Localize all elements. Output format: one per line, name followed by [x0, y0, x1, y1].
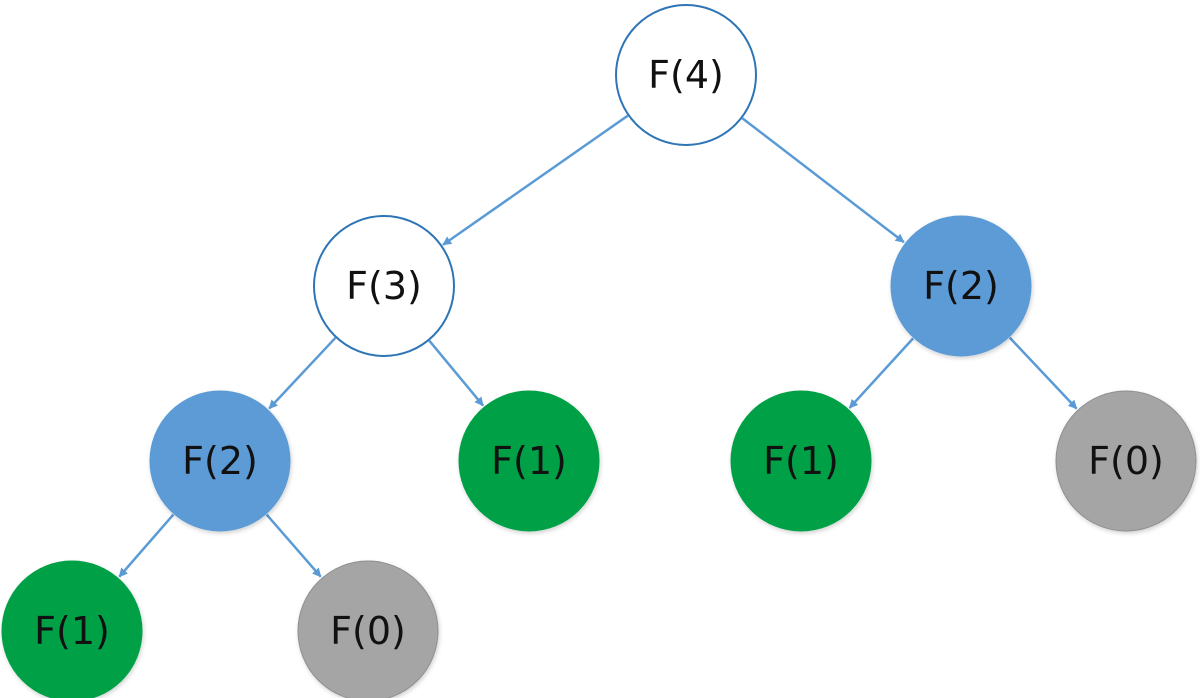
node-f1-middle-left: F(1) [458, 390, 600, 532]
node-label: F(0) [1088, 439, 1164, 483]
node-circle [297, 560, 439, 698]
node-label: F(0) [330, 609, 406, 653]
node-circle [890, 215, 1032, 357]
node-f2-right: F(2) [890, 215, 1032, 357]
node-circle [458, 390, 600, 532]
edge-root-to-right [741, 117, 905, 244]
node-f3: F(3) [313, 215, 455, 357]
edge-left-left-to-left-left-left [118, 513, 175, 578]
node-f1-middle-right: F(1) [730, 390, 872, 532]
node-circle [313, 215, 455, 357]
node-label: F(1) [763, 439, 839, 483]
node-label: F(3) [346, 264, 422, 308]
edge-right-to-right-right [1008, 336, 1078, 410]
node-f2-left: F(2) [149, 390, 291, 532]
edge-left-to-left-right [428, 339, 485, 407]
node-f0-bottom: F(0) [297, 560, 439, 698]
node-circle [1, 560, 143, 698]
edge-root-to-left [442, 114, 629, 246]
node-f4-root: F(4) [615, 4, 757, 146]
node-label: F(4) [648, 53, 724, 97]
tree-nodes: F(4) F(3) F(2) F(2) F(1) F(1) F(0) F(1) [1, 4, 1197, 698]
node-label: F(1) [34, 609, 110, 653]
node-circle [149, 390, 291, 532]
tree-edges [118, 114, 1078, 578]
edge-left-to-left-left [268, 336, 337, 410]
node-label: F(2) [182, 439, 258, 483]
edge-left-left-to-left-left-right [265, 513, 322, 578]
node-label: F(1) [491, 439, 567, 483]
node-circle [615, 4, 757, 146]
node-f0-right: F(0) [1055, 390, 1197, 532]
node-circle [1055, 390, 1197, 532]
node-circle [730, 390, 872, 532]
node-f1-bottom-left: F(1) [1, 560, 143, 698]
edge-right-to-right-left [848, 337, 915, 409]
node-label: F(2) [923, 264, 999, 308]
